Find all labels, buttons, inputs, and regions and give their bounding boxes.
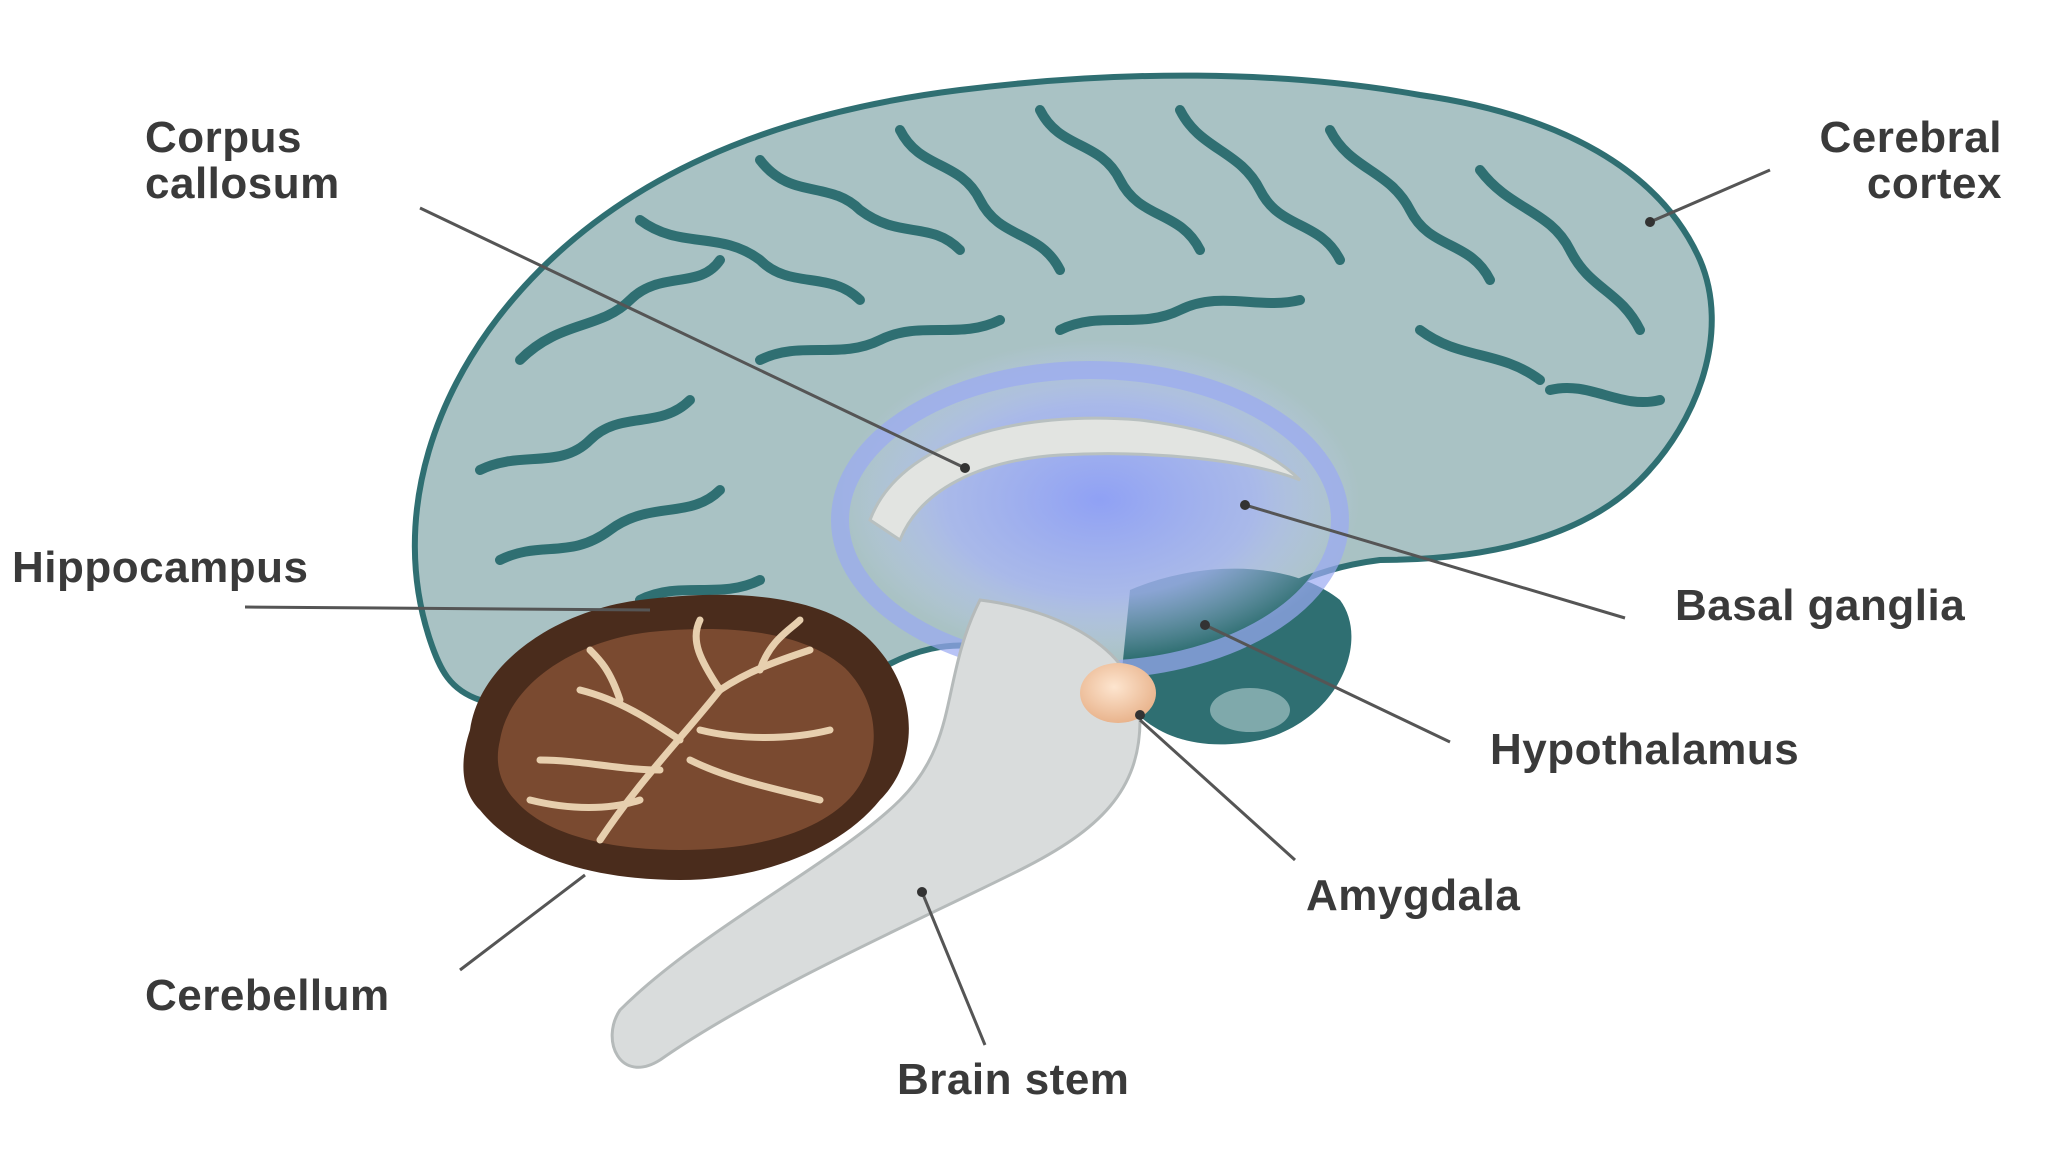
leader-basal-ganglia (1244, 503, 1626, 620)
leader-cerebral-cortex (1649, 168, 1771, 224)
label-cerebral-cortex: Cerebral cortex (1819, 113, 2002, 208)
basal-ganglia-glow (840, 340, 1360, 660)
label-basal-ganglia: Basal ganglia (1675, 581, 1966, 630)
leader-lines (244, 168, 1771, 1046)
leader-brain-stem (920, 891, 987, 1046)
leader-hippocampus (244, 605, 651, 612)
label-brain-stem: Brain stem (897, 1055, 1130, 1104)
leader-amygdala (1138, 718, 1297, 862)
label-hippocampus: Hippocampus (12, 543, 309, 592)
temporal-inner-shape (1210, 688, 1290, 732)
leader-corpus-callosum (419, 206, 966, 470)
label-hypothalamus: Hypothalamus (1490, 725, 1800, 774)
cerebellum-shape (463, 594, 909, 880)
label-corpus-callosum: Corpus callosum (145, 113, 340, 208)
leader-cerebellum (459, 873, 586, 972)
label-cerebellum: Cerebellum (145, 971, 390, 1020)
amygdala-shape (1080, 663, 1156, 723)
corpus-callosum-shape (868, 416, 1302, 543)
leader-dots (917, 217, 1655, 897)
label-amygdala: Amygdala (1306, 871, 1521, 920)
leader-hypothalamus (1204, 623, 1451, 744)
